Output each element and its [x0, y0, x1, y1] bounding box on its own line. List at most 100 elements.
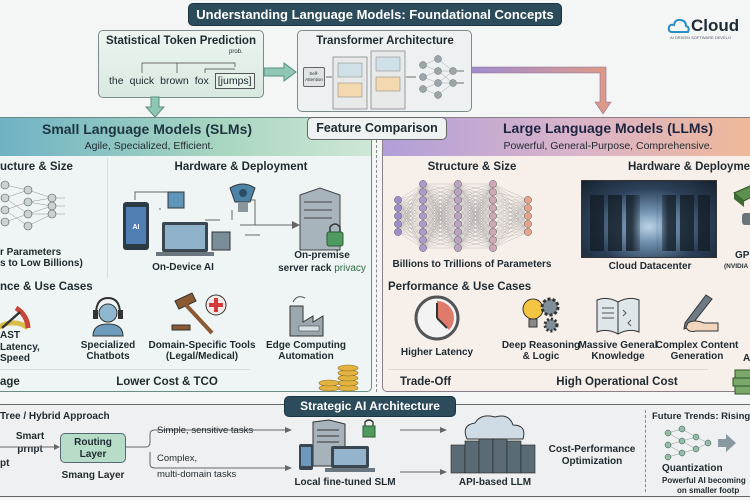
nn-node — [419, 228, 427, 236]
nn-node — [524, 212, 532, 220]
nn-node — [489, 228, 497, 236]
token-prediction-title: Statistical Token Prediction — [106, 35, 256, 47]
edge-devices-icon: AI — [123, 183, 344, 256]
hybrid-approach-label: Tree / Hybrid Approach — [0, 411, 110, 422]
api-llm-label: API-based LLM — [458, 477, 532, 488]
gpu-icon — [733, 185, 750, 225]
nn-edge — [422, 183, 459, 241]
prob-label: prob. — [229, 49, 243, 55]
nn-node — [454, 212, 462, 220]
book-code-icon — [596, 297, 640, 335]
nn-edge — [457, 183, 494, 225]
nn-node — [489, 188, 497, 196]
slm-params-line1: r Parameters — [0, 247, 62, 258]
nn-node — [489, 244, 497, 252]
nn-edge — [397, 183, 424, 201]
strategy-title: Strategic AI Architecture — [284, 396, 456, 417]
future-divider — [645, 410, 646, 492]
nn-edge — [492, 199, 529, 241]
nn-node — [419, 236, 427, 244]
nn-node — [419, 180, 427, 188]
routing-sub-label: Smang Layer — [61, 470, 125, 481]
nn-node — [454, 180, 462, 188]
quantization-label: Quantization — [662, 463, 723, 474]
prompt-fragment: pt — [0, 458, 10, 469]
nn-edge — [492, 199, 529, 249]
nn-node — [524, 196, 532, 204]
nn-edge — [422, 191, 459, 249]
nn-node — [454, 236, 462, 244]
use-case-label: (Legal/Medical) — [165, 351, 239, 362]
nn-edge — [397, 183, 424, 217]
nn-edge — [457, 183, 494, 241]
nn-node — [419, 196, 427, 204]
llm-hardware-heading: Hardware & Deployme — [628, 161, 750, 173]
nn-edge — [422, 183, 459, 217]
routing-lines — [0, 427, 447, 475]
nn-edge — [457, 191, 494, 249]
nn-node — [394, 204, 402, 212]
nn-edge — [492, 199, 529, 233]
nn-edge — [492, 183, 529, 201]
nn-edge — [457, 231, 494, 249]
lightbulb-gears-icon — [522, 297, 560, 333]
nn-edge — [422, 223, 459, 249]
nn-node — [454, 228, 462, 236]
nn-edge — [457, 215, 494, 249]
nn-node — [489, 180, 497, 188]
token-sequence: the quick brown fox [jumps] — [109, 73, 255, 89]
nn-node — [454, 220, 462, 228]
nn-edge — [422, 199, 459, 249]
token-word: the — [109, 75, 124, 87]
use-case-label: Knowledge — [591, 351, 645, 362]
nn-edge — [422, 183, 459, 233]
nn-edge — [457, 183, 494, 249]
feature-comparison-label: Feature Comparison — [307, 117, 447, 140]
logo-name: Cloud — [691, 16, 740, 35]
gavel-medical-icon — [171, 292, 227, 335]
nn-edge — [397, 223, 424, 233]
nn-edge — [457, 183, 494, 209]
nn-edge — [492, 191, 529, 201]
use-case-label: Generation — [670, 351, 724, 362]
factory-icon — [289, 296, 324, 337]
nn-edge — [457, 239, 494, 249]
cloud-servers-icon — [450, 415, 536, 474]
nn-edge — [492, 231, 529, 249]
nn-edge — [397, 199, 424, 233]
llm-partial-label: A — [743, 353, 750, 364]
datacenter-image — [581, 180, 717, 258]
slm-latency-line1: Latency, — [0, 342, 40, 353]
on-prem-line2-wrap: server rack privacy — [278, 263, 366, 275]
nn-edge — [492, 199, 529, 217]
llm-structure-heading: Structure & Size — [427, 161, 517, 173]
slm-hardware-heading: Hardware & Deployment — [174, 161, 308, 173]
arrow-down-slm-icon — [144, 96, 166, 118]
nn-node — [419, 220, 427, 228]
arrow-to-llm-icon — [469, 66, 612, 115]
llm-tradeoff-label: Trade-Off — [400, 376, 452, 388]
nn-edge — [457, 207, 494, 249]
on-device-label: On-Device AI — [152, 262, 214, 273]
complex-tasks-line1: Complex, — [157, 453, 198, 464]
section-divider — [388, 369, 708, 370]
nn-node — [419, 204, 427, 212]
cash-stack-icon — [732, 369, 750, 395]
clock-icon — [414, 295, 460, 341]
future-line2: on smaller footp — [677, 486, 740, 495]
cloud-logo-icon — [667, 18, 690, 33]
nn-edge — [422, 183, 459, 225]
nn-edge — [457, 183, 494, 217]
nn-edge — [422, 183, 459, 209]
nn-edge — [397, 231, 424, 241]
nn-node — [419, 244, 427, 252]
llm-subtitle: Powerful, General-Purpose, Comprehensive… — [503, 140, 713, 152]
server-racks — [590, 195, 710, 251]
llm-cost: High Operational Cost — [556, 376, 678, 388]
nn-node — [489, 220, 497, 228]
nn-node — [454, 244, 462, 252]
llm-title: Large Language Models (LLMs) — [502, 120, 714, 136]
page-title: Understanding Language Models: Foundatio… — [188, 3, 562, 26]
self-attention-block: Self-Attention — [303, 67, 325, 87]
nn-edge — [397, 183, 424, 225]
